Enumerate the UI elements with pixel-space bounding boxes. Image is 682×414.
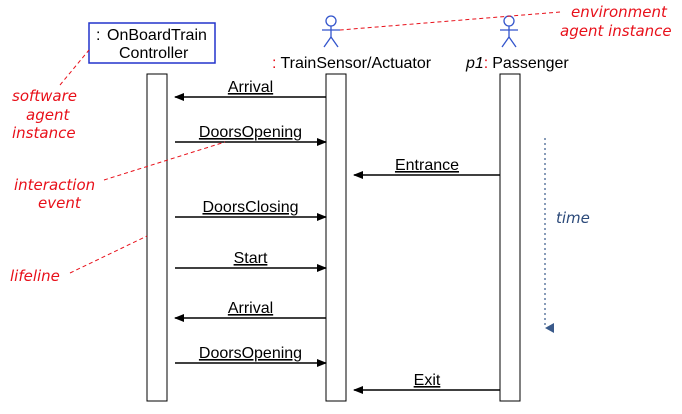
interaction-event-annotation: interaction event [14, 141, 226, 212]
sensor-activation-bar [325, 73, 347, 402]
message-layer: ArrivalDoorsOpeningEntranceDoorsClosingS… [174, 79, 500, 394]
controller-name-line2: Controller [119, 45, 189, 62]
message-label: Exit [414, 372, 441, 389]
controller-activation-bar [146, 73, 168, 402]
passenger-actor-icon [500, 15, 518, 48]
svg-text:agent instance: agent instance [560, 22, 672, 40]
controller-prefix: : [96, 27, 100, 44]
time-label: time [556, 209, 590, 227]
software-agent-annotation: software agent instance [12, 49, 90, 142]
lifeline-annotation: lifeline [10, 235, 148, 285]
message-label: Arrival [228, 79, 273, 96]
sensor-actor-icon [322, 15, 340, 48]
svg-text:software: software [12, 87, 77, 105]
environment-agent-annotation: environment agent instance [339, 3, 672, 40]
sensor-lifeline-label: :TrainSensor/Actuator [272, 55, 432, 72]
message-label: DoorsOpening [199, 124, 302, 141]
svg-text:environment: environment [571, 3, 668, 21]
svg-text:instance: instance [12, 124, 76, 142]
controller-name-line1: OnBoardTrain [107, 27, 207, 44]
passenger-activation-bar [499, 73, 521, 402]
controller-object-box [88, 22, 216, 64]
svg-text:event: event [38, 194, 82, 212]
message-label: DoorsClosing [202, 199, 298, 216]
message-label: Entrance [395, 157, 459, 174]
message-label: DoorsOpening [199, 345, 302, 362]
passenger-lifeline-label: p1:Passenger [465, 55, 569, 72]
message-label: Arrival [228, 300, 273, 317]
svg-text:lifeline: lifeline [10, 267, 60, 285]
message-label: Start [234, 250, 268, 267]
svg-text:agent: agent [26, 106, 70, 124]
svg-text:interaction: interaction [14, 176, 95, 194]
